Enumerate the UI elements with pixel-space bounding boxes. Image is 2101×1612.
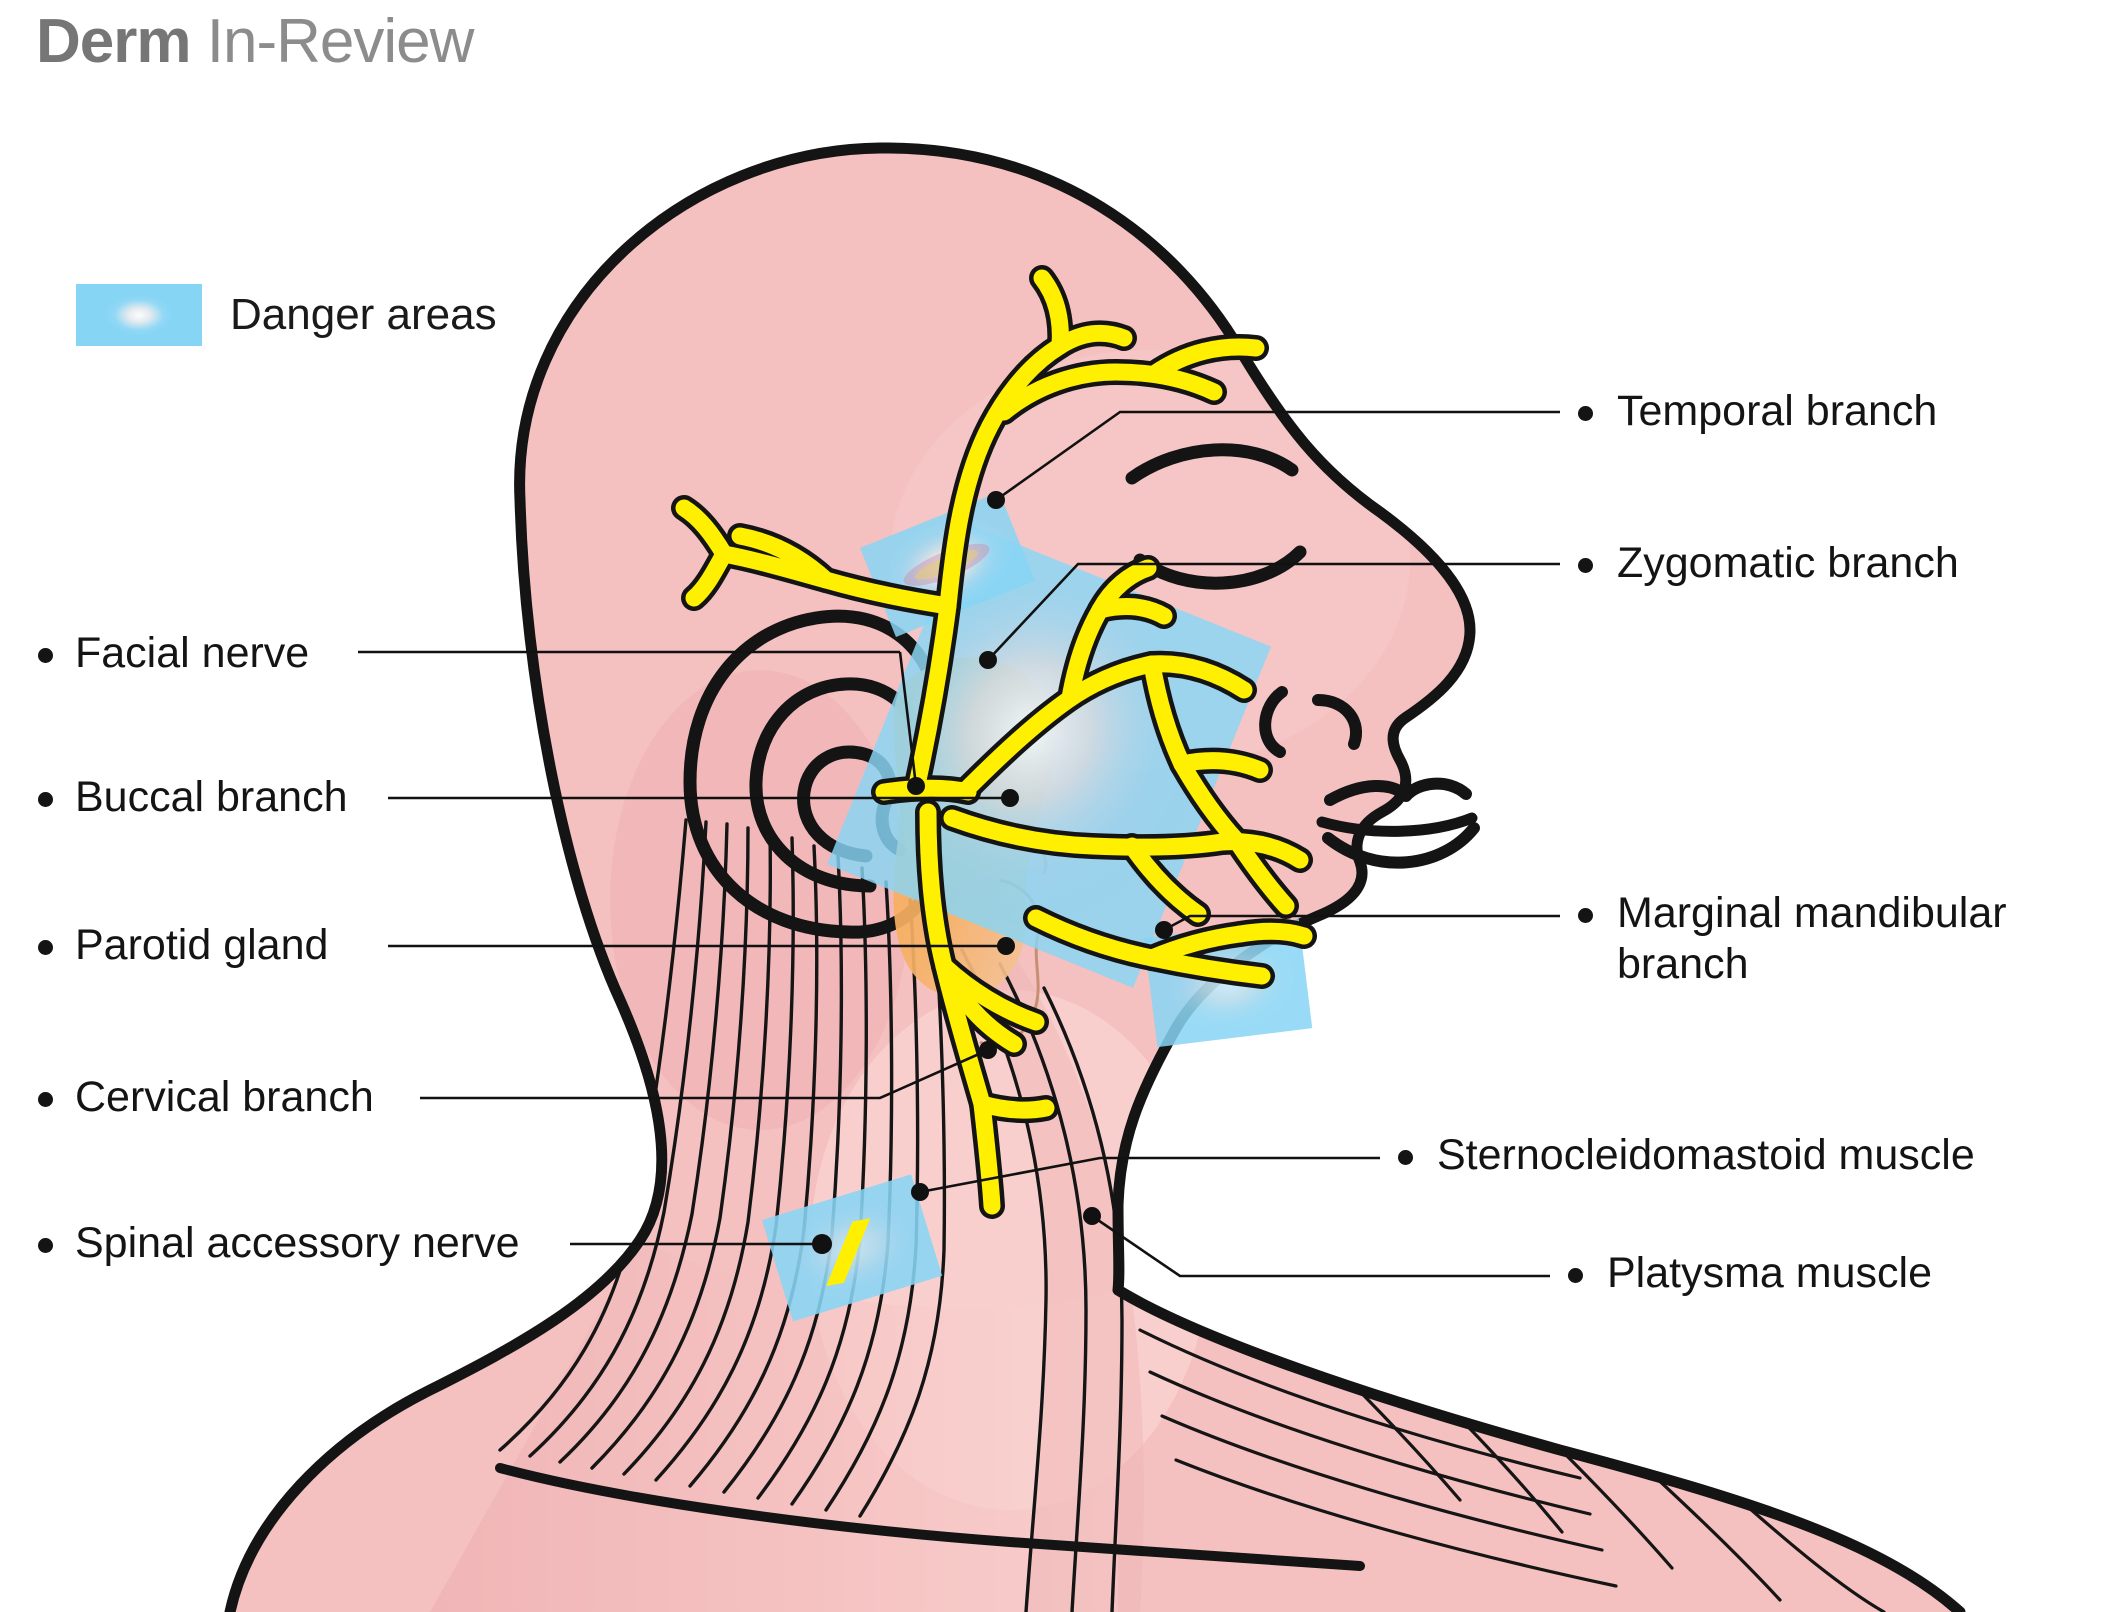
callout-sternocleidomastoid-muscle[interactable]: Sternocleidomastoid muscle [1398, 1130, 1975, 1181]
callout-label: Sternocleidomastoid muscle [1437, 1131, 1975, 1179]
leader-dot-marginal-mandibular-branch [1155, 921, 1173, 939]
brand-light: In-Review [206, 7, 475, 76]
nostril [1259, 686, 1288, 758]
eyebrow [1125, 443, 1299, 485]
leader-facial-nerve-tail [898, 651, 918, 787]
leader-dot-platysma-muscle [1083, 1207, 1101, 1225]
leader-dot-parotid-gland [997, 937, 1015, 955]
upper-lip [1324, 777, 1472, 806]
callout-label: Zygomatic branch [1617, 539, 1959, 587]
leader-lines [358, 410, 1560, 1278]
leader-dot-buccal-branch [1001, 789, 1019, 807]
bullet-icon [1578, 558, 1593, 573]
leader-dot-sternocleidomastoid-muscle [911, 1183, 929, 1201]
bullet-icon [1578, 908, 1593, 923]
leader-cervical-branch [420, 1048, 989, 1100]
callout-spinal-accessory-nerve[interactable]: Spinal accessory nerve [38, 1218, 520, 1269]
leader-dot-temporal-branch [987, 491, 1005, 509]
callout-platysma-muscle[interactable]: Platysma muscle [1568, 1248, 1932, 1299]
mouth-line [1316, 812, 1478, 837]
brand-logo: Derm In-Review [36, 6, 475, 77]
leader-sternocleidomastoid-muscle [919, 1156, 1380, 1194]
callout-zygomatic-branch[interactable]: Zygomatic branch [1578, 538, 1959, 589]
leader-marginal-mandibular-branch [1163, 914, 1560, 932]
callout-label: Facial nerve [75, 629, 310, 677]
leader-dot-spinal-accessory-nerve [812, 1234, 832, 1254]
bullet-icon [1398, 1150, 1413, 1165]
danger-area-spinal-accessory [762, 1174, 943, 1322]
bullet-icon [38, 1092, 53, 1107]
brand-bold: Derm [36, 7, 192, 76]
legend: Danger areas [76, 284, 497, 346]
callout-label: Cervical branch [75, 1073, 374, 1121]
leader-temporal-branch [995, 410, 1560, 502]
leader-dot-cervical-branch [979, 1041, 997, 1059]
leader-zygomatic-branch [987, 562, 1560, 661]
callout-label: Marginal mandibular branch [1617, 889, 2007, 988]
callout-temporal-branch[interactable]: Temporal branch [1578, 386, 1937, 437]
callout-label: Temporal branch [1617, 387, 1938, 435]
callout-parotid-gland[interactable]: Parotid gland [38, 920, 328, 971]
leader-platysma-muscle [1091, 1214, 1550, 1278]
callout-label: Spinal accessory nerve [75, 1219, 520, 1267]
callout-buccal-branch[interactable]: Buccal branch [38, 772, 348, 823]
callout-facial-nerve[interactable]: Facial nerve [38, 628, 309, 679]
callout-marginal-mandibular-branch[interactable]: Marginal mandibular branch [1578, 888, 2037, 989]
legend-label: Danger areas [230, 290, 497, 339]
bullet-icon [38, 648, 53, 663]
bullet-icon [38, 1238, 53, 1253]
bullet-icon [38, 792, 53, 807]
callout-label: Buccal branch [75, 773, 348, 821]
facial-nerve-tree [671, 265, 1317, 1219]
leader-dot-zygomatic-branch [979, 651, 997, 669]
callout-label: Parotid gland [75, 921, 329, 969]
bullet-icon [1568, 1268, 1583, 1283]
nose-ala [1312, 694, 1362, 750]
lower-lip [1322, 822, 1480, 869]
callout-cervical-branch[interactable]: Cervical branch [38, 1072, 374, 1123]
leader-dot-facial-nerve [907, 777, 925, 795]
callout-label: Platysma muscle [1607, 1249, 1932, 1297]
bullet-icon [38, 940, 53, 955]
bullet-icon [1578, 406, 1593, 421]
danger-area-swatch-icon [76, 284, 202, 346]
